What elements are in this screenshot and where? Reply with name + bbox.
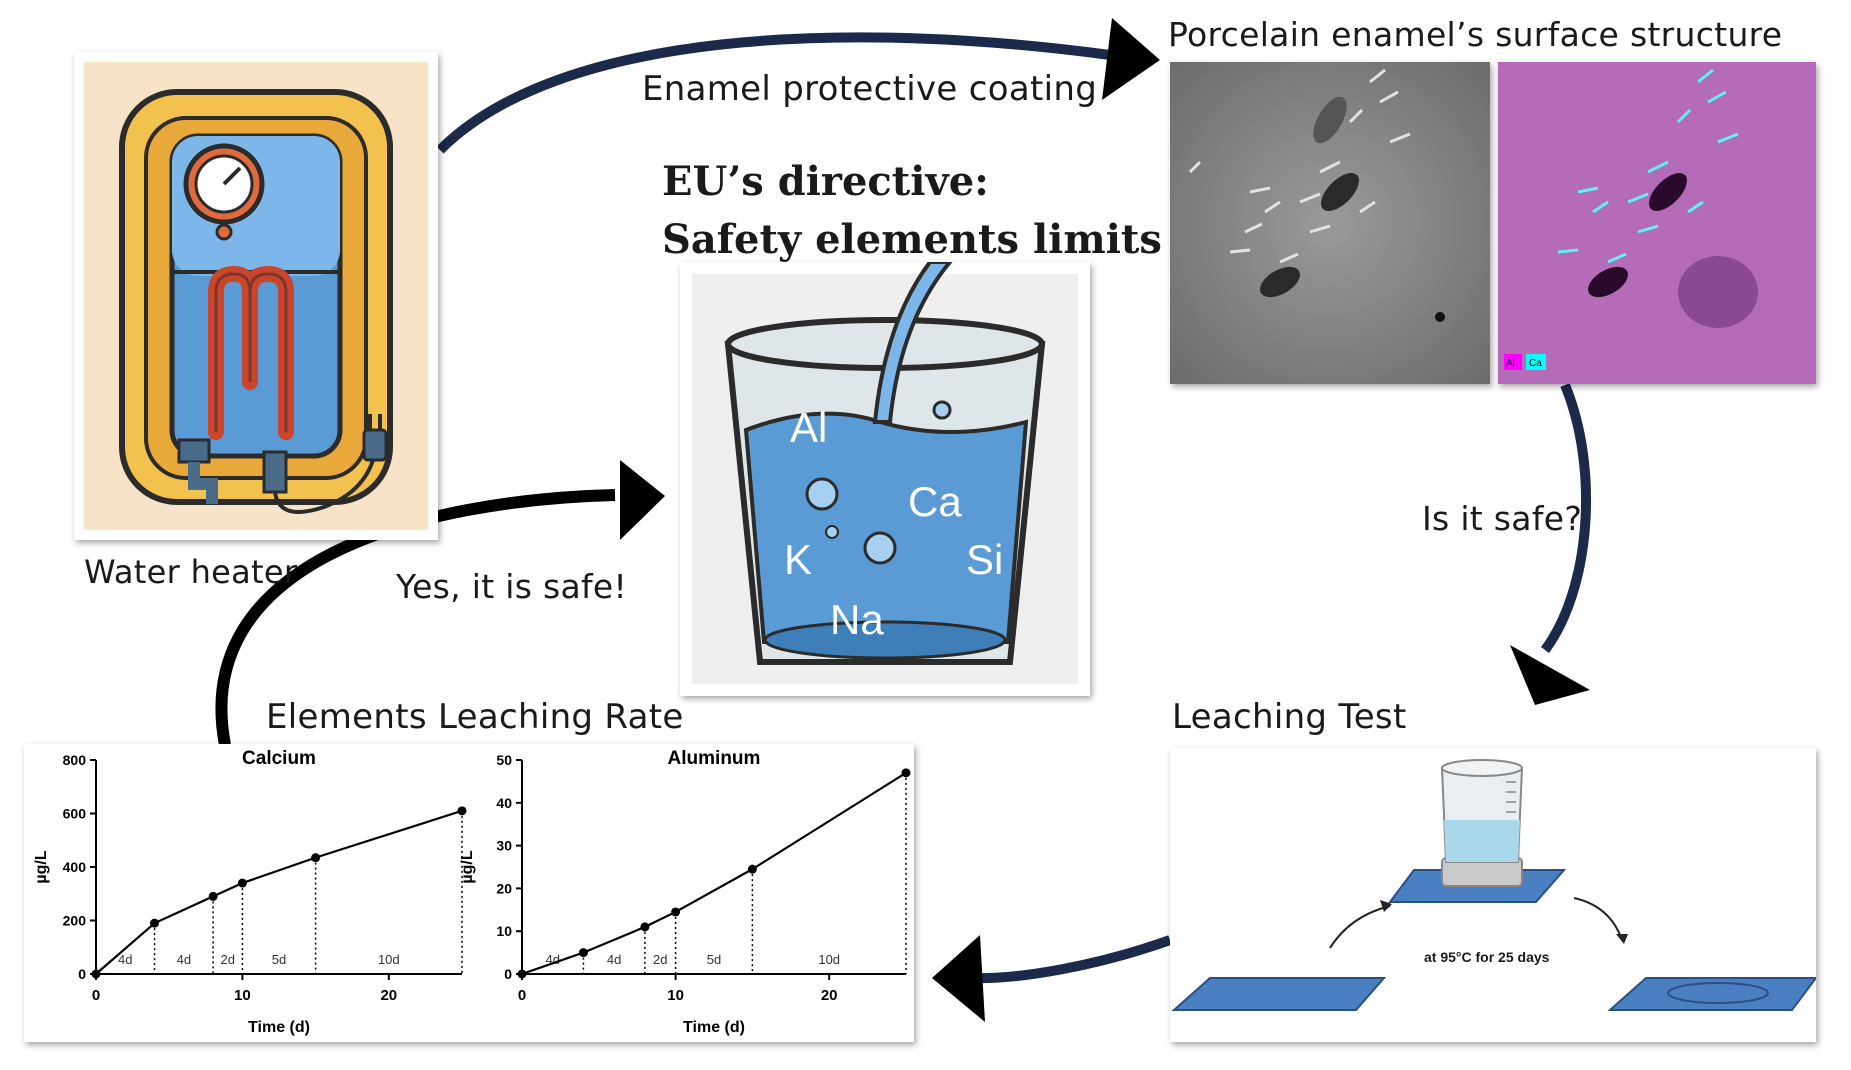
data-point: [311, 853, 321, 863]
coating-label: Enamel protective coating: [642, 69, 1098, 109]
x-axis-label: Time (d): [683, 1019, 745, 1036]
glass-element-label: K: [784, 536, 812, 583]
glass-element-label: Si: [966, 536, 1003, 583]
x-tick-label: 10: [667, 987, 684, 1004]
y-tick-label: 20: [496, 880, 512, 896]
leaching-test-panel: at 95°C for 25 days: [1170, 748, 1818, 1042]
is-safe-label: Is it safe?: [1422, 499, 1583, 538]
test-condition-label: at 95°C for 25 days: [1424, 949, 1550, 965]
interval-label: 2d: [653, 952, 667, 967]
data-point: [208, 891, 218, 901]
y-axis-label: µg/L: [33, 850, 50, 883]
directive-line1: EU’s directive:: [662, 158, 989, 205]
data-point: [671, 907, 681, 917]
interval-label: 4d: [607, 952, 621, 967]
sem-grayscale-image: [1170, 62, 1490, 384]
data-point: [517, 969, 527, 979]
y-tick-label: 10: [496, 923, 512, 939]
interval-label: 4d: [545, 952, 559, 967]
y-tick-label: 200: [63, 913, 87, 929]
surface-title: Porcelain enamel’s surface structure: [1168, 15, 1783, 54]
x-axis-label: Time (d): [248, 1019, 310, 1036]
data-point: [747, 864, 757, 874]
y-tick-label: 600: [63, 806, 87, 822]
chart-title: Aluminum: [668, 748, 761, 769]
interval-label: 5d: [272, 952, 286, 967]
interval-label: 10d: [378, 952, 400, 967]
interval-label: 10d: [818, 952, 840, 967]
leaching-test-title: Leaching Test: [1172, 697, 1407, 737]
leaching-rate-title: Elements Leaching Rate: [266, 697, 684, 737]
data-point: [150, 918, 160, 928]
glass-element-label: Al: [790, 404, 827, 451]
arrow-coating: [436, 32, 1111, 154]
interval-label: 4d: [118, 952, 132, 967]
arrowhead-is-safe: [1510, 645, 1590, 705]
arrow-yes-safe: [215, 489, 616, 747]
chart-title: Calcium: [242, 748, 316, 769]
y-tick-label: 0: [504, 966, 512, 982]
series-line: [95, 809, 463, 975]
arrow-is-safe: [1540, 383, 1592, 653]
water-heater-label: Water heater: [84, 553, 298, 591]
x-tick-label: 0: [518, 987, 526, 1004]
glass-illustration: Al Ca K Si Na: [692, 260, 1078, 684]
sem-eds-map-image: Al Ca: [1498, 62, 1816, 384]
data-point: [91, 969, 101, 979]
sem-legend-ca: Ca: [1529, 358, 1542, 369]
glass-element-label: Ca: [908, 478, 962, 525]
data-point: [237, 878, 247, 888]
y-tick-label: 40: [496, 795, 512, 811]
glass-panel: Al Ca K Si Na: [680, 260, 1090, 696]
x-tick-label: 20: [821, 987, 838, 1004]
interval-label: 2d: [221, 952, 235, 967]
leaching-test-illustration: at 95°C for 25 days: [1170, 748, 1818, 1042]
x-tick-label: 0: [92, 987, 100, 1004]
y-tick-label: 800: [63, 752, 87, 768]
y-tick-label: 50: [496, 752, 512, 768]
sem-legend-al: Al: [1506, 358, 1515, 369]
data-point: [457, 806, 467, 816]
y-tick-label: 400: [63, 859, 87, 875]
arrow-to-chart: [969, 935, 1172, 984]
data-point: [578, 948, 588, 958]
plug-icon: [362, 428, 388, 462]
arrowhead-coating: [1102, 18, 1160, 100]
data-point: [901, 768, 911, 778]
data-point: [640, 922, 650, 932]
interval-label: 5d: [707, 952, 721, 967]
directive-line2: Safety elements limits: [662, 216, 1162, 263]
x-tick-label: 20: [380, 987, 397, 1004]
y-tick-label: 30: [496, 838, 512, 854]
y-axis-label: µg/L: [459, 850, 476, 883]
glass-element-label: Na: [830, 596, 884, 643]
water-heater-illustration: [84, 62, 428, 530]
series-line: [521, 771, 907, 976]
arrowhead-to-chart: [932, 935, 985, 1022]
y-tick-label: 0: [78, 966, 86, 982]
arrowhead-yes-safe: [620, 460, 665, 540]
yes-safe-label: Yes, it is safe!: [396, 567, 628, 606]
x-tick-label: 10: [234, 987, 251, 1004]
interval-label: 4d: [177, 952, 191, 967]
water-heater-panel: [74, 52, 438, 540]
water-stream-icon: [872, 260, 955, 424]
